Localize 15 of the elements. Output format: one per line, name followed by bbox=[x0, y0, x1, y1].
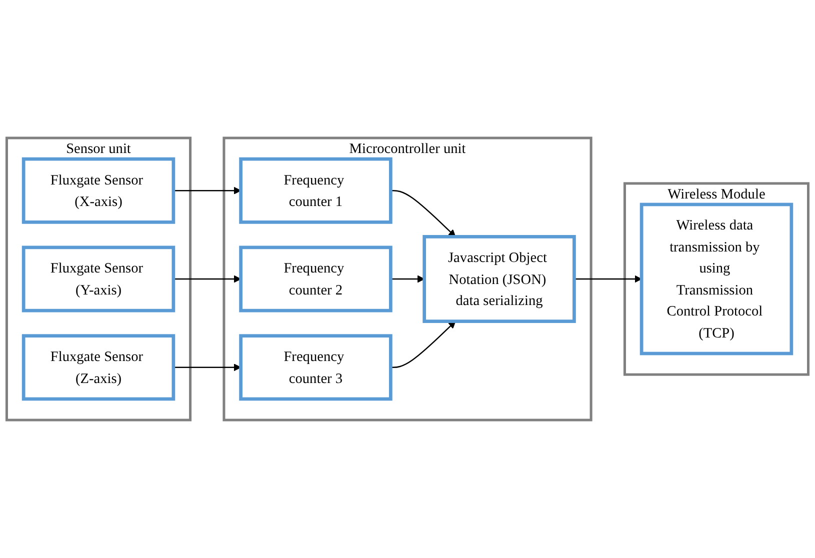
node-box: Javascript Object Notation (JSON) data serializing bbox=[422, 235, 576, 323]
node-box: Wireless data transmission by using Transmission Control Protocol (TCP) bbox=[640, 202, 794, 356]
node-box: Frequency counter 1 bbox=[239, 157, 392, 224]
arrow bbox=[390, 275, 425, 283]
arrow bbox=[574, 275, 642, 283]
node-box: Frequency counter 3 bbox=[239, 334, 392, 401]
arrow bbox=[390, 320, 456, 368]
arrow bbox=[173, 364, 242, 372]
node-box: Fluxgate Sensor (Z-axis) bbox=[22, 334, 176, 401]
node-box: Fluxgate Sensor (Y-axis) bbox=[22, 246, 176, 312]
node-box: Frequency counter 2 bbox=[239, 246, 392, 312]
arrow bbox=[390, 190, 456, 238]
arrow bbox=[173, 275, 242, 283]
node-box: Fluxgate Sensor (X-axis) bbox=[22, 157, 176, 224]
arrow bbox=[173, 186, 242, 194]
